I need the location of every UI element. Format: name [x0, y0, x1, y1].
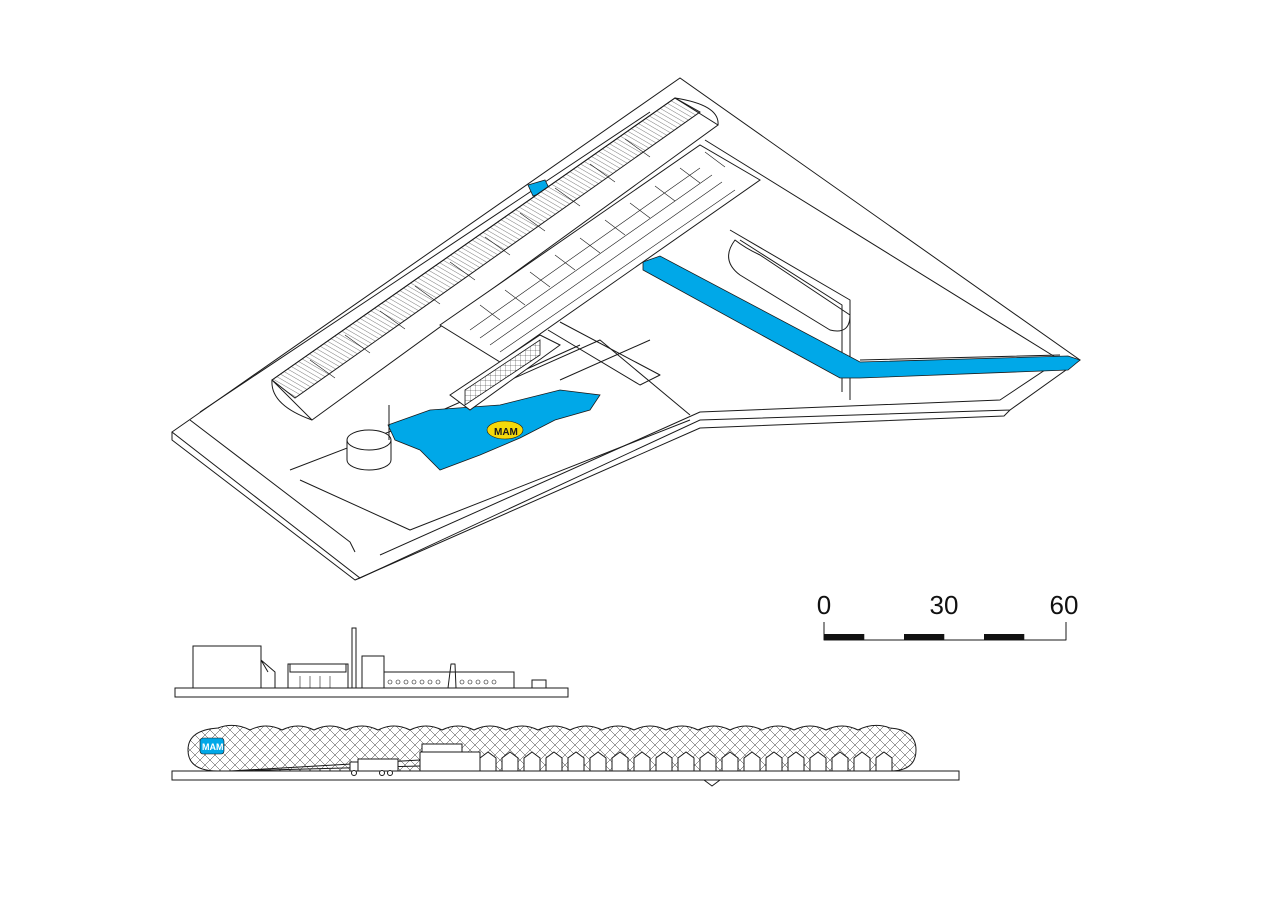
round-silo [346, 405, 392, 471]
scale-bar: 0 30 60 [817, 590, 1079, 641]
isometric-site-plan: MAM [171, 77, 1081, 581]
mam-logo-section: MAM [199, 737, 225, 755]
scale-segment-3 [984, 634, 1024, 640]
scale-label-30: 30 [930, 590, 959, 620]
canal-main [642, 255, 1081, 379]
site-slab-edge [171, 409, 1011, 581]
scale-segment-1 [824, 634, 864, 640]
long-section: MAM [171, 724, 960, 787]
scale-label-60: 60 [1050, 590, 1079, 620]
logo-text-section: MAM [202, 742, 224, 752]
interior-bays [419, 751, 893, 772]
sawtooth-sheds [439, 144, 761, 363]
scale-segment-2 [904, 634, 944, 640]
drain-notch [703, 779, 721, 787]
mam-logo: MAM [486, 420, 524, 440]
side-elevation [174, 627, 569, 698]
truck [349, 758, 399, 776]
logo-text-plan: MAM [494, 427, 518, 438]
perimeter-road [189, 111, 1061, 556]
scale-label-0: 0 [817, 590, 831, 620]
vaulted-hall [271, 97, 719, 421]
parking-loop [728, 239, 851, 332]
office-block [449, 321, 661, 411]
